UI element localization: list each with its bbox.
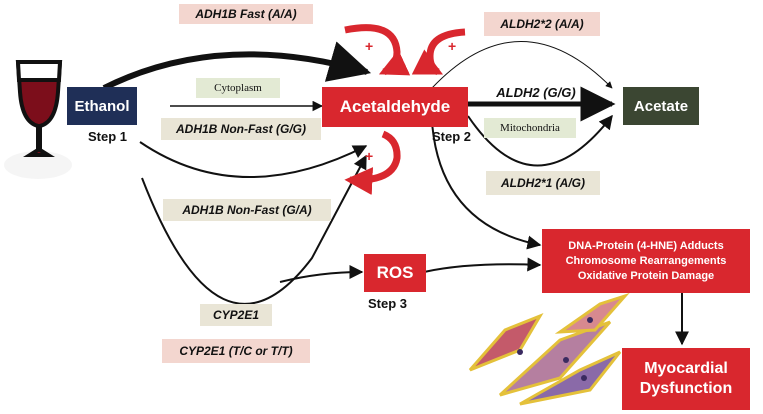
plus-sign-3: + bbox=[365, 148, 374, 164]
damage-item-protein: Oxidative Protein Damage bbox=[577, 269, 715, 282]
myocardial-line-1: Myocardial bbox=[644, 360, 728, 377]
label-adh1b-fast: ADH1B Fast (A/A) bbox=[179, 4, 313, 24]
arrow-to-ros bbox=[279, 265, 364, 283]
feedback-arrow-3 bbox=[344, 130, 401, 196]
ethanol-node: Ethanol bbox=[67, 87, 137, 125]
ros-node: ROS bbox=[364, 254, 426, 292]
wine-glass-icon bbox=[4, 60, 72, 179]
myocardial-dysfunction-node: Myocardial Dysfunction bbox=[622, 348, 750, 410]
feedback-arrow-2 bbox=[411, 28, 466, 76]
damage-item-chromosome: Chromosome Rearrangements bbox=[565, 254, 727, 267]
label-adh1b-nonfast-ga: ADH1B Non-Fast (G/A) bbox=[163, 199, 331, 221]
arrow-adh1b-nonfast-ga bbox=[139, 141, 368, 178]
feedback-arrow-1 bbox=[344, 24, 411, 76]
plus-sign-1: + bbox=[365, 38, 374, 54]
arrow-acetaldehyde-to-damage bbox=[431, 121, 542, 250]
damage-node: DNA-Protein (4-HNE) Adducts Chromosome R… bbox=[542, 229, 750, 293]
label-cytoplasm: Cytoplasm bbox=[196, 78, 280, 98]
arrow-adh1b-fast bbox=[102, 41, 372, 91]
step-2-label: Step 2 bbox=[432, 129, 472, 144]
label-aldh2-gg: ALDH2 (G/G) bbox=[496, 84, 576, 100]
myocardial-line-2: Dysfunction bbox=[639, 380, 733, 397]
label-aldh2-1: ALDH2*1 (A/G) bbox=[486, 171, 600, 195]
acetaldehyde-node: Acetaldehyde bbox=[322, 87, 468, 127]
arrow-cyp2e1-loop bbox=[141, 154, 367, 305]
label-cyp2e1-variant: CYP2E1 (T/C or T/T) bbox=[162, 339, 310, 363]
damage-item-dna-adducts: DNA-Protein (4-HNE) Adducts bbox=[568, 239, 724, 252]
label-cyp2e1: CYP2E1 bbox=[200, 304, 272, 326]
arrow-ros-to-damage bbox=[423, 257, 542, 273]
arrow-aldh2-2 bbox=[431, 41, 613, 89]
step-1-label: Step 1 bbox=[88, 129, 128, 144]
step-3-label: Step 3 bbox=[368, 296, 408, 311]
myocyte-cells-image bbox=[468, 292, 630, 406]
plus-sign-2: + bbox=[448, 38, 457, 54]
acetate-node: Acetate bbox=[623, 87, 699, 125]
label-adh1b-nonfast-gg: ADH1B Non-Fast (G/G) bbox=[161, 118, 321, 140]
label-mitochondria: Mitochondria bbox=[484, 118, 576, 138]
label-aldh2-2: ALDH2*2 (A/A) bbox=[484, 12, 600, 36]
